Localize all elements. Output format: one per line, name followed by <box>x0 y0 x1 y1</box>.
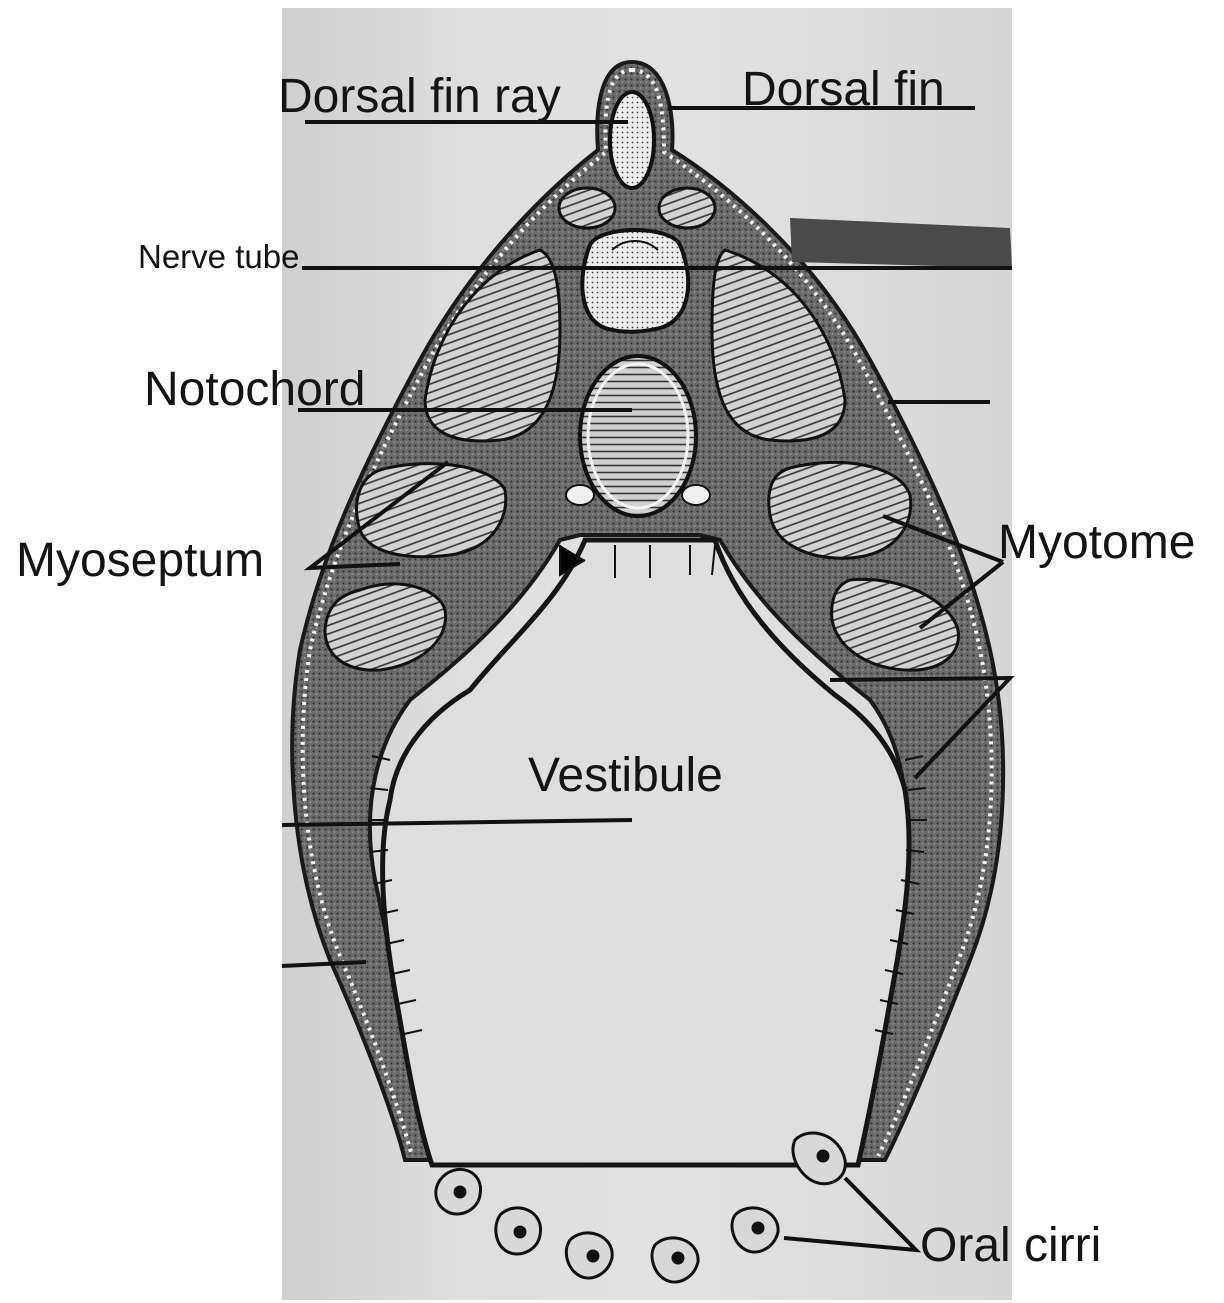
fin-chamber-left <box>559 188 615 228</box>
myoseptum-label: Myoseptum <box>16 537 264 585</box>
fin-ray-shape <box>610 92 654 188</box>
fin-chamber-right <box>659 188 715 228</box>
notochord-label: Notochord <box>144 366 365 414</box>
myotome-label: Myotome <box>998 519 1195 567</box>
oral-cirri-label: Oral cirri <box>920 1222 1101 1270</box>
dorsal-fin-ray-label: Dorsal fin ray <box>278 73 561 121</box>
myotome-left-upper <box>425 250 560 441</box>
nerve-tube-label: Nerve tube <box>138 240 299 273</box>
dorsal-fin-label: Dorsal fin <box>742 66 945 114</box>
redaction-mark <box>790 218 1012 268</box>
myotome-right-middle <box>769 462 911 558</box>
notochord-shape <box>580 356 696 516</box>
vestibule-label: Vestibule <box>528 752 723 800</box>
nerve-tube-shape <box>582 230 688 332</box>
myotome-left-middle <box>357 464 506 557</box>
myotome-right-upper <box>712 250 845 441</box>
